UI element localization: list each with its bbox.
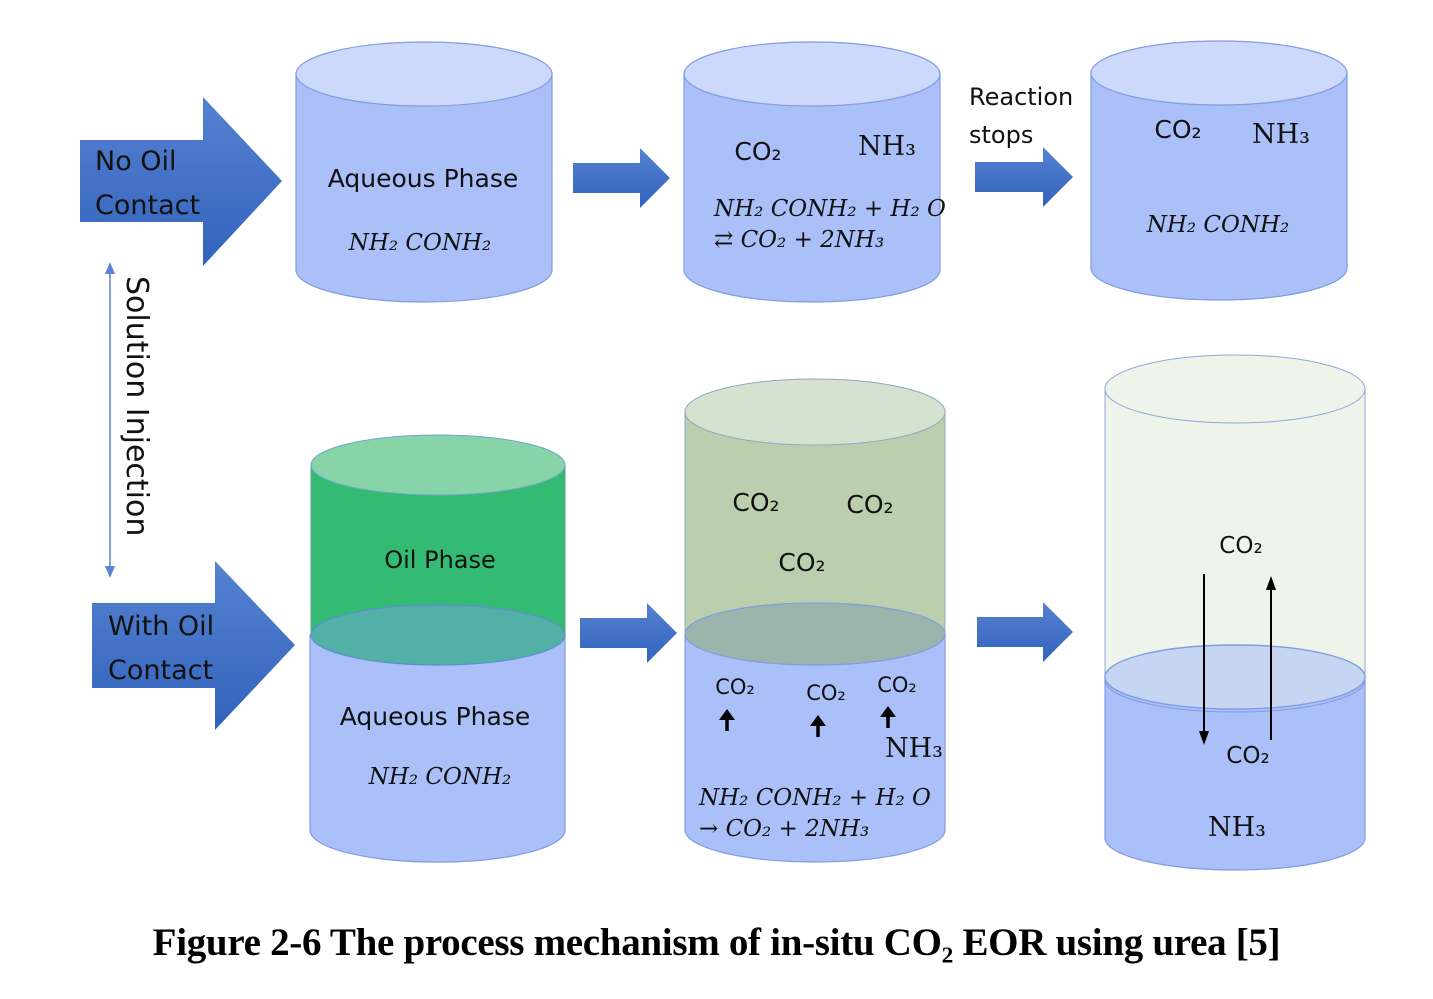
co2-label: CO₂ [1154, 115, 1201, 144]
nh3-label: NH₃ [858, 131, 916, 162]
bottom-arrow-1 [580, 603, 677, 663]
reaction-stops-line2: stops [969, 121, 1033, 149]
solution-injection-label: Solution Injection [119, 276, 154, 536]
co2-lower-label: CO₂ [1226, 743, 1269, 769]
up-arrow-icon [880, 706, 896, 728]
top-arrow-1 [573, 148, 670, 208]
top-cylinder-reaction: CO₂ NH₃ NH₂ CONH₂ + H₂ O ⇄ CO₂ + 2NH₃ [683, 41, 946, 303]
reaction-eq-line2: → CO₂ + 2NH₃ [699, 816, 869, 842]
no-oil-label-line2: Contact [95, 190, 200, 221]
reaction-eq-line1: NH₂ CONH₂ + H₂ O [698, 785, 931, 811]
bottom-cylinder-equilibrium: CO₂ CO₂ NH₃ [1104, 354, 1366, 871]
with-oil-label-line1: With Oil [108, 611, 214, 642]
water-co2-label: CO₂ [806, 681, 846, 705]
top-cylinder-stopped: CO₂ NH₃ NH₂ CONH₂ [1090, 40, 1348, 301]
reaction-eq-line1: NH₂ CONH₂ + H₂ O [713, 196, 946, 222]
gas-co2-label: CO₂ [732, 488, 779, 517]
bottom-cylinder-oil-aqueous: Oil Phase Aqueous Phase NH₂ CONH₂ [309, 434, 566, 863]
reaction-stops-line1: Reaction [969, 83, 1073, 111]
nh3-label: NH₃ [885, 733, 943, 764]
bottom-cylinder-reacting: CO₂ CO₂ CO₂ CO₂ CO₂ CO₂ NH₃ NH₂ CONH₂ + … [684, 378, 946, 863]
water-co2-label: CO₂ [877, 673, 917, 697]
aqueous-phase-label: Aqueous Phase [328, 164, 519, 193]
co2-label: CO₂ [734, 137, 781, 166]
water-co2-label: CO₂ [715, 675, 755, 699]
no-oil-contact-arrow: No Oil Contact [80, 97, 282, 266]
top-cylinder-aqueous: Aqueous Phase NH₂ CONH₂ [295, 41, 553, 303]
nh3-label: NH₃ [1252, 119, 1310, 150]
urea-formula: NH₂ CONH₂ [1146, 212, 1290, 238]
top-arrow-2 [975, 147, 1073, 207]
urea-formula: NH₂ CONH₂ [348, 230, 492, 256]
gas-co2-label: CO₂ [846, 490, 893, 519]
nh3-label: NH₃ [1208, 812, 1266, 843]
reaction-eq-line2: ⇄ CO₂ + 2NH₃ [714, 227, 884, 253]
up-arrow-icon [810, 715, 826, 737]
oil-phase-label: Oil Phase [384, 546, 496, 574]
aqueous-phase-label: Aqueous Phase [340, 702, 531, 731]
solution-injection-arrow: Solution Injection [105, 262, 154, 578]
with-oil-contact-arrow: With Oil Contact [92, 561, 295, 730]
no-oil-label-line1: No Oil [95, 146, 177, 177]
gas-co2-label: CO₂ [778, 548, 825, 577]
co2-upper-label: CO₂ [1219, 533, 1262, 559]
figure-caption: Figure 2-6 The process mechanism of in-s… [152, 921, 1281, 964]
urea-formula: NH₂ CONH₂ [368, 764, 512, 790]
down-arrow-icon [1199, 574, 1209, 745]
with-oil-label-line2: Contact [108, 655, 213, 686]
up-arrow-icon [1266, 576, 1276, 740]
bottom-arrow-2 [977, 602, 1073, 662]
up-arrow-icon [719, 709, 735, 731]
